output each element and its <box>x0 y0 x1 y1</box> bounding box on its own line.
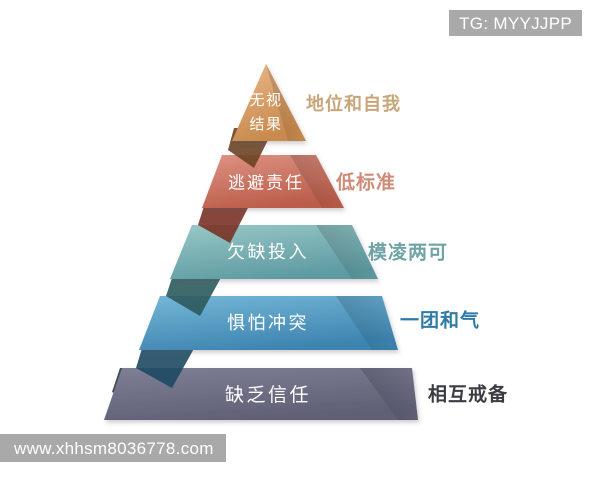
tier-1-bevel <box>266 64 306 141</box>
tier-4-inner-text: 惧怕冲突 <box>227 313 309 333</box>
pyramid-tier-1[interactable]: 无视 结果 <box>228 64 306 168</box>
watermark-bottom-left: www.xhhsm8036778.com <box>0 434 226 462</box>
tier-3-side-label: 模凌两可 <box>368 240 448 263</box>
tier-1-inner-text-line2: 结果 <box>249 116 282 133</box>
tier-5-inner-text: 缺乏信任 <box>225 384 311 406</box>
watermark-top-right: TG: MYYJJPP <box>449 10 582 36</box>
tier-1-inner-text-line1: 无视 <box>249 92 282 109</box>
tier-3-inner-text: 欠缺投入 <box>227 242 309 262</box>
tier-4-bevel <box>336 296 398 350</box>
tier-4-body <box>139 296 398 350</box>
tier-4-fold-notch <box>136 345 196 388</box>
tier-2-inner-text: 逃避责任 <box>228 173 304 192</box>
tier-2-bevel <box>290 155 344 208</box>
pyramid-tier-5[interactable]: 缺乏信任 <box>104 368 418 420</box>
tier-3-bevel <box>316 225 378 279</box>
tier-4-side-label: 一团和气 <box>400 308 480 331</box>
tier-5-body <box>104 368 418 420</box>
tier-1-side-label: 地位和自我 <box>306 93 401 114</box>
tier-3-fold-notch <box>166 272 224 316</box>
tier-5-side-label: 相互戒备 <box>428 382 508 405</box>
tier-2-fold-notch <box>198 200 252 243</box>
tier-5-bevel <box>360 368 418 420</box>
tier-2-side-label: 低标准 <box>335 170 396 193</box>
pyramid-tier-2[interactable]: 逃避责任 <box>198 155 344 243</box>
pyramid-tier-4[interactable]: 惧怕冲突 <box>136 296 398 388</box>
